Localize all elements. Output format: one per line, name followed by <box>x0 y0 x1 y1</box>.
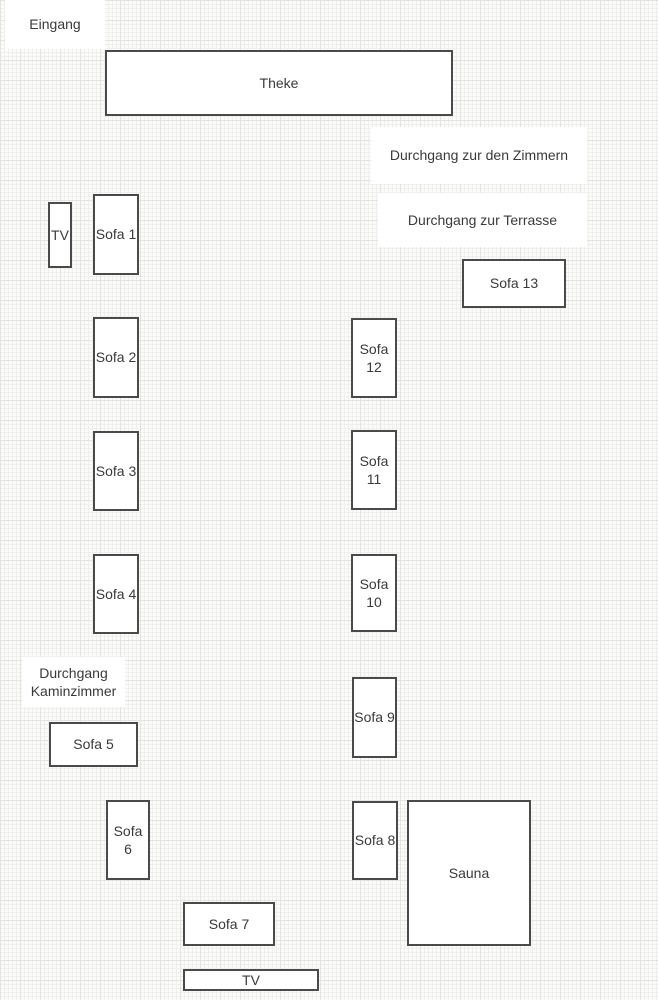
sofa-8-box[interactable]: Sofa 8 <box>352 801 398 880</box>
sofa-12-box[interactable]: Sofa 12 <box>351 318 397 398</box>
durchgang-zimmern-label-text: Durchgang zur den Zimmern <box>389 147 569 164</box>
sofa-7-box-text: Sofa 7 <box>208 915 250 932</box>
theke-box[interactable]: Theke <box>105 50 453 116</box>
durchgang-terrasse-label-text: Durchgang zur Terrasse <box>407 211 558 228</box>
sofa-5-box-text: Sofa 5 <box>73 736 114 753</box>
tv-bottom-box[interactable]: TV <box>183 969 319 991</box>
sofa-1-box-text: Sofa 1 <box>95 226 137 243</box>
durchgang-kaminzimmer-label[interactable]: Durchgang Kaminzimmer <box>22 657 125 707</box>
sofa-3-box-text: Sofa 3 <box>95 462 137 479</box>
eingang-label[interactable]: Eingang <box>5 0 105 49</box>
sauna-box-text: Sauna <box>448 864 490 881</box>
sofa-7-box[interactable]: Sofa 7 <box>183 902 275 946</box>
sofa-2-box[interactable]: Sofa 2 <box>93 317 139 398</box>
eingang-label-text: Eingang <box>29 16 81 33</box>
sofa-4-box-text: Sofa 4 <box>95 585 137 602</box>
theke-box-text: Theke <box>259 74 299 91</box>
sofa-13-box-text: Sofa 13 <box>489 275 539 292</box>
sofa-11-box[interactable]: Sofa 11 <box>351 430 397 510</box>
sofa-11-box-text: Sofa 11 <box>359 452 389 487</box>
sofa-9-box[interactable]: Sofa 9 <box>352 677 397 758</box>
sofa-6-box[interactable]: Sofa 6 <box>106 800 150 880</box>
sofa-10-box-text: Sofa 10 <box>359 575 389 610</box>
sofa-1-box[interactable]: Sofa 1 <box>93 194 139 275</box>
tv-bottom-box-text: TV <box>242 971 260 988</box>
sofa-12-box-text: Sofa 12 <box>359 340 389 375</box>
sofa-9-box-text: Sofa 9 <box>354 709 395 726</box>
durchgang-terrasse-label[interactable]: Durchgang zur Terrasse <box>378 193 587 247</box>
sofa-5-box[interactable]: Sofa 5 <box>49 722 138 767</box>
sofa-3-box[interactable]: Sofa 3 <box>93 431 139 511</box>
sofa-8-box-text: Sofa 8 <box>354 832 396 849</box>
sauna-box[interactable]: Sauna <box>407 800 531 946</box>
durchgang-kaminzimmer-label-text: Durchgang Kaminzimmer <box>30 664 117 699</box>
tv-top-box[interactable]: TV <box>48 202 72 268</box>
tv-top-box-text: TV <box>51 226 69 243</box>
sofa-2-box-text: Sofa 2 <box>95 349 137 366</box>
sofa-6-box-text: Sofa 6 <box>113 822 143 857</box>
sofa-10-box[interactable]: Sofa 10 <box>351 554 397 632</box>
sofa-4-box[interactable]: Sofa 4 <box>93 554 139 634</box>
sofa-13-box[interactable]: Sofa 13 <box>462 259 566 308</box>
durchgang-zimmern-label[interactable]: Durchgang zur den Zimmern <box>371 127 587 184</box>
